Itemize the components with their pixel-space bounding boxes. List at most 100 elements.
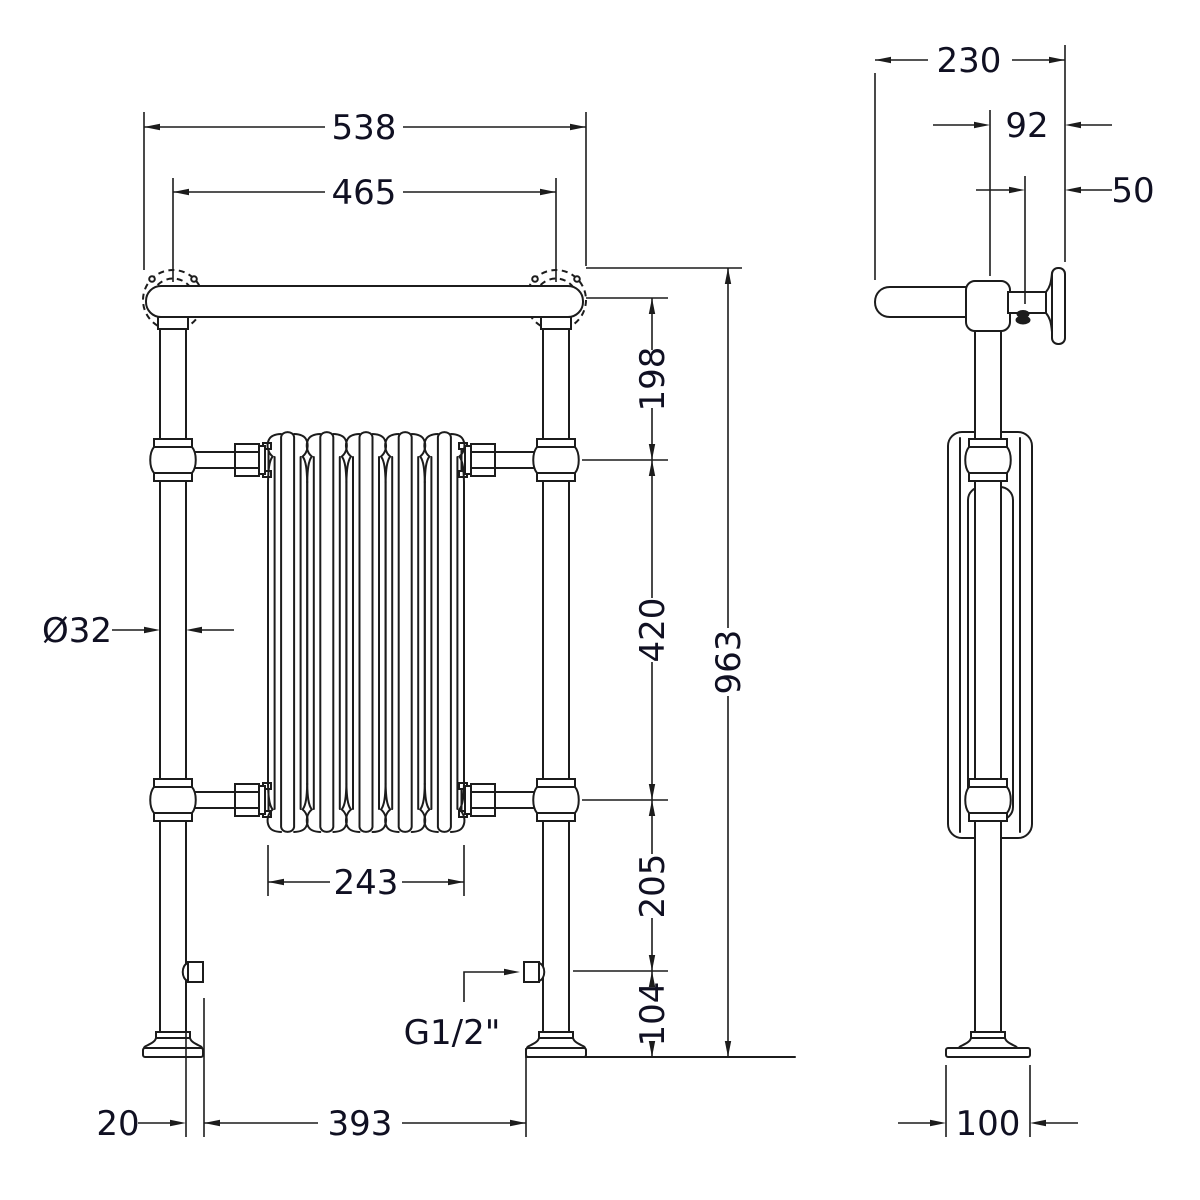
front-view: 538 465 198 (42, 108, 796, 1144)
dim-label-foot-overhang: 20 (96, 1104, 139, 1144)
column-dome-bottom (384, 783, 400, 833)
column-dome-bottom (266, 783, 283, 833)
pipe-sleeves-front (149, 438, 580, 822)
pipe-sleeve (964, 438, 1012, 482)
column-dome-top (305, 433, 322, 483)
foot-skirt (957, 1037, 1019, 1049)
dim-pipe-to-wall: 92 (933, 106, 1112, 276)
radiator-columns (266, 431, 466, 833)
column-inner-tube (358, 431, 374, 833)
arrowhead (930, 1119, 946, 1127)
arrowhead (504, 968, 520, 976)
connection-pipes (187, 451, 543, 809)
column-inner-tube (436, 431, 452, 833)
dim-vent-to-wall: 50 (976, 171, 1155, 304)
arrowhead (170, 1119, 186, 1127)
arrowhead (448, 878, 464, 886)
arrowhead (1009, 186, 1025, 194)
pipe-sleeve (964, 778, 1012, 822)
union-nut (470, 443, 496, 477)
dim-label-overall-width: 538 (332, 108, 397, 148)
tee-fitting (965, 280, 1011, 332)
column-dome-bottom (305, 783, 322, 833)
arrowhead (144, 123, 160, 131)
dim-label-radiator-width: 243 (334, 863, 399, 903)
side-view: 230 92 50 100 (873, 41, 1155, 1144)
pipe-sleeve (532, 778, 580, 822)
union-nut (234, 443, 260, 477)
column-inner-tube (319, 431, 335, 833)
pipe-sleeves-side (964, 438, 1012, 822)
arrowhead (204, 1119, 220, 1127)
upright-pipe-right (542, 328, 570, 1033)
foot-plate (142, 1047, 204, 1058)
radiator-column (423, 431, 466, 833)
bar-collar-right (540, 316, 572, 330)
radiator-column (305, 431, 348, 833)
dim-label-pipe-to-wall: 92 (1005, 106, 1048, 146)
foot-plate (525, 1047, 587, 1058)
pipe-sleeve (149, 778, 197, 822)
radiator-column (344, 431, 388, 833)
column-inner-tube (397, 431, 413, 833)
column-dome-bottom (423, 783, 439, 833)
wall-bracket-arm (1007, 291, 1047, 314)
dim-label-inlet-to-floor: 104 (633, 982, 673, 1047)
dim-radiator-width: 243 (267, 845, 465, 903)
leader-line (463, 971, 506, 1002)
stub-dome (181, 962, 189, 982)
column-dome-top (423, 433, 439, 483)
dim-label-vent-to-wall: 50 (1111, 171, 1154, 211)
column-dome-top (266, 433, 283, 483)
wall-plate (1051, 267, 1066, 345)
dim-overall-depth: 230 (874, 41, 1066, 280)
arrowhead (648, 460, 656, 476)
towel-bar-side (873, 286, 981, 318)
arrowhead (268, 878, 284, 886)
air-vent-valve (1015, 315, 1031, 325)
arrowhead (648, 800, 656, 816)
dim-bottom-widths: 20 393 (96, 998, 527, 1144)
pipe-sleeve (149, 438, 197, 482)
foot-plate (945, 1047, 1031, 1058)
union-nut (470, 783, 496, 817)
dim-chain-heights: 198 420 205 104 963 (573, 267, 749, 1057)
arrowhead (875, 56, 891, 64)
arrowhead (648, 971, 656, 987)
upright-pipe-side (974, 319, 1002, 1036)
towel-bar (145, 285, 584, 318)
stub-body (187, 961, 204, 983)
pipe-sleeve (532, 438, 580, 482)
union-nut (234, 783, 260, 817)
dim-label-connection-centres: 420 (633, 598, 673, 663)
radiator-column (266, 431, 309, 833)
arrowhead (510, 1119, 526, 1127)
arrowhead (1030, 1119, 1046, 1127)
dim-label-overall-height: 963 (709, 630, 749, 695)
arrowhead (648, 1041, 656, 1057)
foot-skirt (525, 1037, 587, 1049)
flange-screw (573, 275, 581, 283)
inlet-stub-left (181, 961, 204, 983)
arrowhead (1065, 186, 1081, 194)
arrowhead (648, 955, 656, 971)
radiator-column (384, 431, 427, 833)
dim-label-rail-to-connection: 198 (633, 347, 673, 412)
arrowhead (648, 444, 656, 460)
dim-inlet-thread: G1/2" (404, 968, 520, 1053)
column-dome-top (384, 433, 400, 483)
feet-front (142, 1031, 587, 1058)
arrowhead (570, 123, 586, 131)
arrowhead (540, 188, 556, 196)
column-dome-bottom (344, 783, 361, 833)
inlet-stub-right (523, 961, 546, 983)
stub-body (523, 961, 540, 983)
arrowhead (186, 626, 202, 634)
foot-skirt (142, 1037, 204, 1049)
flange-screw (148, 275, 156, 283)
arrowhead (648, 298, 656, 314)
column-dome-bottom (449, 783, 466, 833)
arrowhead (1049, 56, 1065, 64)
dim-label-feet-spacing: 393 (328, 1104, 393, 1144)
